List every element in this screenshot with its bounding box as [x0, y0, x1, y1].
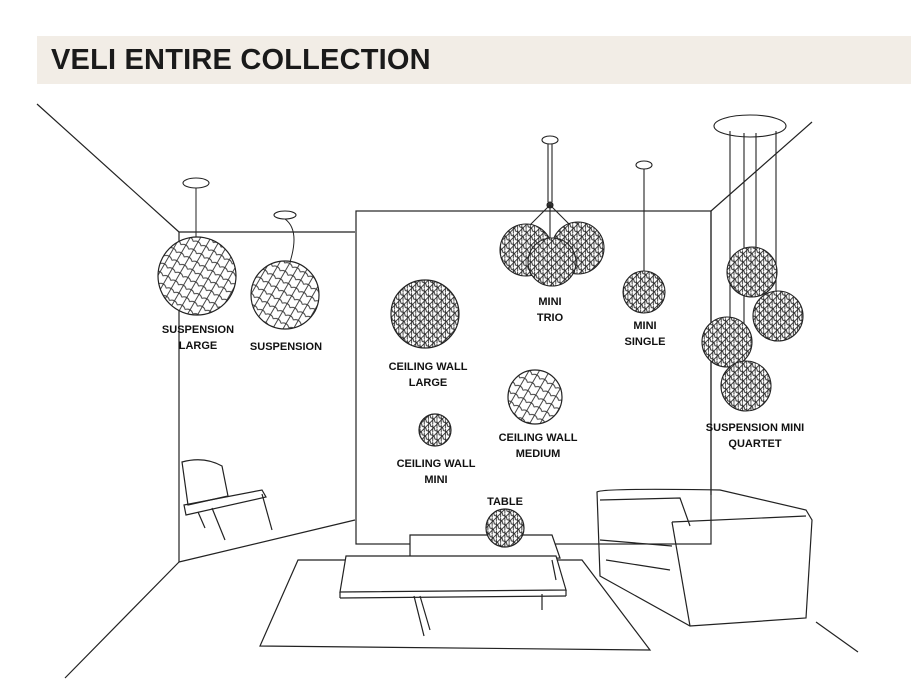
- lamp-table: [485, 508, 525, 548]
- label-suspension: SUSPENSION: [249, 341, 323, 353]
- coffee-table-drawing: [339, 534, 567, 637]
- page-title: VELI ENTIRE COLLECTION: [51, 44, 431, 76]
- label-table: TABLE: [487, 496, 523, 508]
- lamp-suspension-large: [157, 177, 237, 316]
- sofa-drawing: [596, 488, 813, 627]
- label-mini-trio: MINI TRIO: [536, 296, 564, 324]
- lamp-ceiling-wall-mini: [418, 413, 452, 447]
- lounge-chair-drawing: [181, 459, 273, 541]
- lamp-suspension: [250, 210, 320, 330]
- label-suspension-large: SUSPENSION LARGE: [161, 324, 235, 352]
- label-ceiling-wall-medium: CEILING WALL MEDIUM: [498, 432, 578, 460]
- title-bar: VELI ENTIRE COLLECTION: [37, 36, 911, 84]
- lamp-ceiling-wall-large: [390, 279, 460, 349]
- lamp-suspension-mini-quartet: [701, 114, 804, 412]
- lamp-mini-single: [622, 160, 666, 314]
- label-ceiling-wall-large: CEILING WALL LARGE: [388, 361, 468, 389]
- lamp-ceiling-wall-medium: [507, 369, 563, 425]
- lamp-mini-trio: [499, 135, 605, 287]
- label-mini-single: MINI SINGLE: [624, 320, 666, 348]
- label-suspension-mini-quartet: SUSPENSION MINI QUARTET: [705, 422, 805, 450]
- label-ceiling-wall-mini: CEILING WALL MINI: [396, 458, 476, 486]
